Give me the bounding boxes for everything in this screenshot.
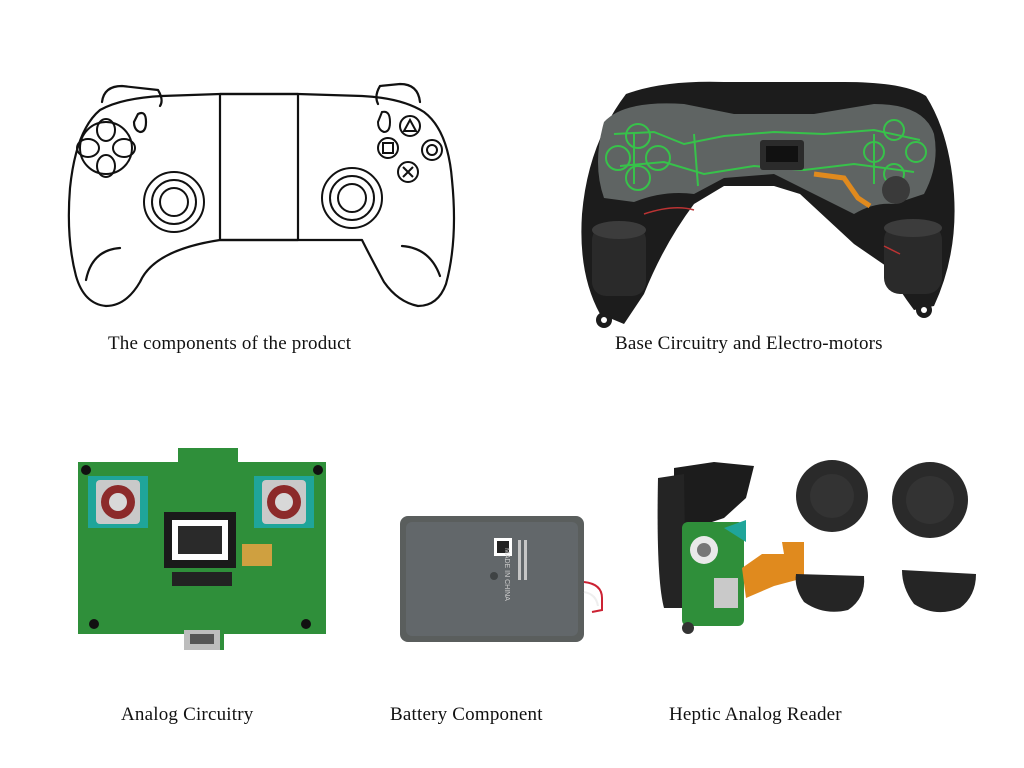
square-icon bbox=[377, 137, 399, 159]
controller-outline bbox=[67, 82, 456, 308]
cross-icon bbox=[397, 161, 419, 183]
battery-label-text: MADE IN CHINA bbox=[503, 548, 510, 601]
right-stick-icon bbox=[321, 167, 383, 229]
caption-product: The components of the product bbox=[108, 333, 352, 354]
analog-circuitry-photo bbox=[74, 444, 330, 654]
base-circuitry-photo bbox=[574, 74, 960, 336]
caption-battery: Battery Component bbox=[390, 704, 543, 725]
triangle-icon bbox=[399, 115, 421, 137]
heptic-analog-reader-photo bbox=[654, 458, 980, 638]
circle-icon bbox=[421, 139, 443, 161]
left-stick-icon bbox=[143, 171, 205, 233]
battery-photo bbox=[396, 512, 612, 646]
caption-heptic: Heptic Analog Reader bbox=[669, 704, 842, 725]
caption-analog: Analog Circuitry bbox=[121, 704, 254, 725]
dpad-icon bbox=[76, 118, 136, 178]
caption-base: Base Circuitry and Electro-motors bbox=[615, 333, 883, 354]
controller-line-drawing bbox=[62, 70, 462, 320]
